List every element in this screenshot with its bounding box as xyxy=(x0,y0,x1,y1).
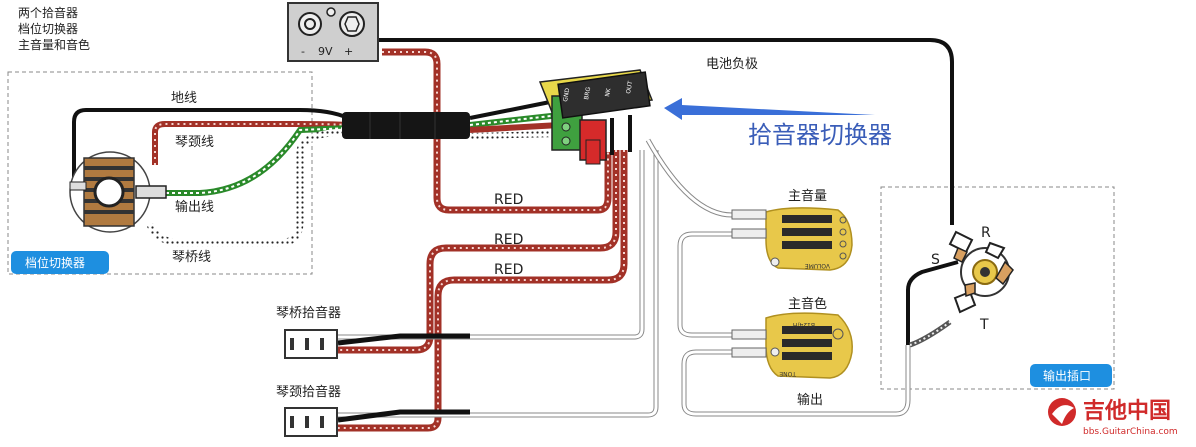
selector-pin-gnd: GND xyxy=(562,87,571,102)
battery-snap: - 9V + xyxy=(287,2,379,62)
output-wire-label: 输出线 xyxy=(175,199,214,215)
output-jack-badge: 输出插口 xyxy=(1030,364,1112,387)
bridge-pickup-label: 琴桥拾音器 xyxy=(276,305,341,321)
tone-pot-code: B124/H xyxy=(793,321,815,328)
ground-wire xyxy=(72,108,349,180)
watermark: 吉他中国 bbs.GuitarChina.com xyxy=(1048,398,1178,437)
master-tone-label: 主音色 xyxy=(788,296,827,312)
heat-shrink-tube xyxy=(342,112,470,139)
note-line-1: 两个拾音器 xyxy=(18,5,78,20)
jack-sleeve-wire xyxy=(906,260,959,345)
battery-negative-wire xyxy=(378,38,954,225)
gray-lead-bridge xyxy=(338,150,645,340)
tone-pot-leads xyxy=(731,329,767,358)
output-label: 输出 xyxy=(797,392,823,408)
selector-title: 拾音器切换器 xyxy=(748,121,892,149)
bridge-pickup-connector xyxy=(284,329,338,359)
red-wire-bridge xyxy=(338,150,620,354)
volume-pot: VOLUME xyxy=(765,207,853,271)
red-label-1: RED xyxy=(494,192,523,208)
pointer-arrow xyxy=(664,98,875,120)
output-jack xyxy=(948,230,1014,314)
selector-pin-out: OUT xyxy=(625,80,634,94)
gray-lead-volume xyxy=(645,138,733,218)
selector-switch-body xyxy=(69,151,167,233)
battery-plus-label: + xyxy=(344,45,353,58)
watermark-title: 吉他中国 xyxy=(1083,398,1171,424)
watermark-url: bbs.GuitarChina.com xyxy=(1083,427,1178,437)
battery-minus-label: - xyxy=(301,45,305,58)
selector-pin-brg: BRG xyxy=(583,86,592,100)
neck-pickup-label: 琴颈拾音器 xyxy=(276,384,341,400)
note-line-2: 档位切换器 xyxy=(18,21,78,36)
jack-r-label: R xyxy=(981,225,991,241)
ground-wire-label: 地线 xyxy=(171,91,197,106)
volume-pot-text: VOLUME xyxy=(805,262,830,269)
jack-t-label: T xyxy=(979,317,989,333)
selector-pin-nk: NK xyxy=(604,87,613,98)
selector-switch-badge: 档位切换器 xyxy=(11,251,109,274)
volume-pot-leads xyxy=(731,209,767,239)
gray-lead-volume-tone xyxy=(677,231,732,338)
red-label-2: RED xyxy=(494,232,523,248)
bridge-wire xyxy=(146,128,351,247)
master-volume-label: 主音量 xyxy=(788,188,827,204)
neck-wire-label: 琴颈线 xyxy=(175,135,214,150)
bridge-wire-label: 琴桥线 xyxy=(172,250,211,265)
jack-s-label: S xyxy=(931,252,940,268)
battery-negative-label: 电池负极 xyxy=(706,57,758,72)
red-label-3: RED xyxy=(494,262,523,278)
battery-volts-label: 9V xyxy=(318,45,333,58)
selector-switch-box xyxy=(7,71,313,275)
selector-switch-badge-text: 档位切换器 xyxy=(25,255,85,270)
neck-pickup-connector xyxy=(284,407,338,437)
output-jack-badge-text: 输出插口 xyxy=(1043,368,1091,383)
pickup-selector-switch: GND BRG NK OUT xyxy=(538,69,654,165)
tone-pot-text: TONE xyxy=(779,370,797,377)
red-wire-neck xyxy=(338,150,628,432)
note-line-3: 主音量和音色 xyxy=(18,37,90,52)
tone-pot: B124/H TONE xyxy=(765,312,853,379)
